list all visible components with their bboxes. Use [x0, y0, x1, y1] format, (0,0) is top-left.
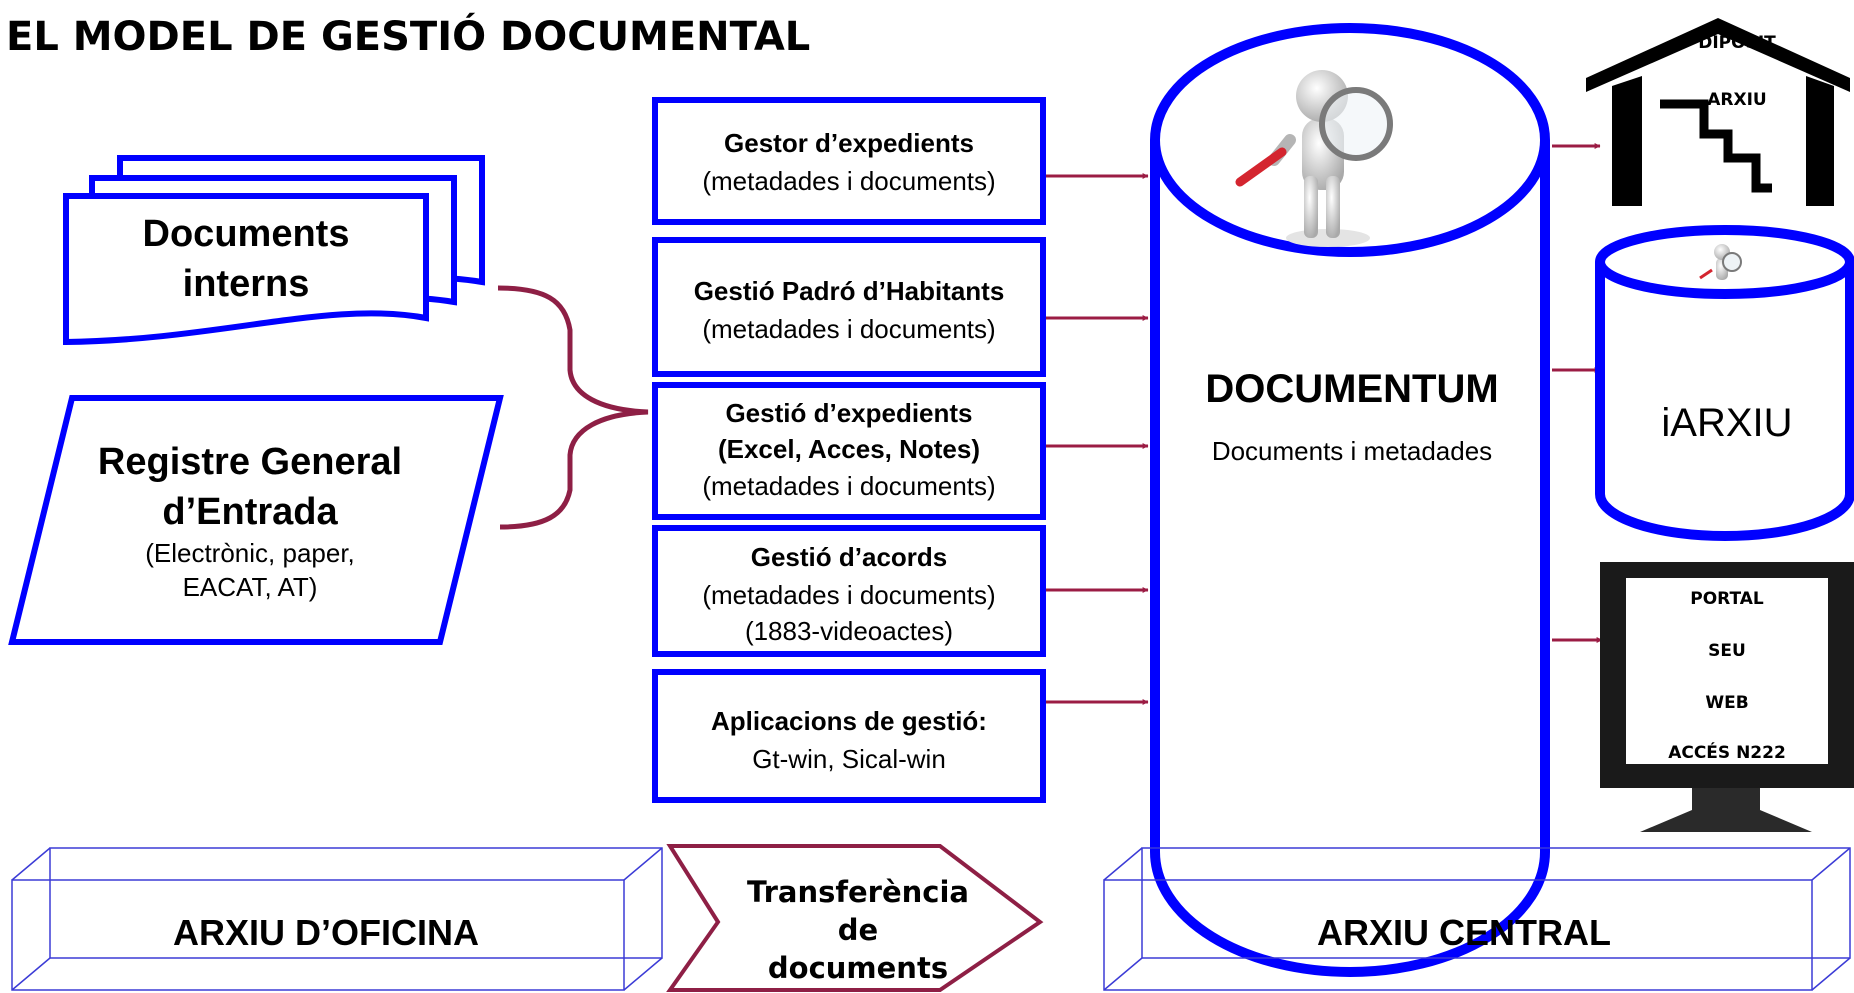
registre-subtitle-line2: EACAT, AT)	[183, 572, 318, 602]
system-box-gestio-expedients	[652, 382, 1046, 520]
system-box-gestor-expedients	[652, 97, 1046, 225]
system-box-padro	[652, 237, 1046, 377]
portal-label-line1: PORTAL	[1690, 589, 1764, 609]
small-magnifier-person-icon	[1699, 244, 1742, 280]
documents-interns-line2: interns	[183, 263, 310, 305]
iarxiu-body	[1595, 262, 1854, 541]
magnifier-person-icon	[1235, 70, 1393, 247]
system-5-line2: Gt-win, Sical-win	[752, 744, 946, 774]
documentum-cylinder	[1150, 23, 1550, 977]
system-5-line1: Aplicacions de gestió:	[711, 706, 987, 736]
registre-subtitle-line1: (Electrònic, paper,	[145, 538, 355, 568]
diposit-label-line1: DIPÒSIT	[1698, 31, 1776, 53]
page-title: EL MODEL DE GESTIÓ DOCUMENTAL	[6, 12, 810, 60]
system-3-line2: (Excel, Acces, Notes)	[718, 434, 980, 464]
portal-label-line2: SEU	[1708, 641, 1746, 661]
system-2-line1: Gestió Padró d’Habitants	[694, 276, 1005, 306]
system-4-line3: (1883-videoactes)	[745, 616, 953, 646]
arxiu-oficina-box	[11, 847, 663, 991]
system-1-line1: Gestor d’expedients	[724, 128, 974, 158]
document-sheet-front	[63, 193, 429, 346]
system-4-line2: (metadades i documents)	[702, 580, 995, 610]
system-2-line2: (metadades i documents)	[702, 314, 995, 344]
portal-monitor-icon	[1600, 562, 1854, 832]
documentum-body	[1150, 140, 1550, 977]
iarxiu-label: iARXIU	[1661, 401, 1792, 445]
diposit-house-icon	[1586, 18, 1850, 206]
diposit-label-line2: ARXIU	[1707, 90, 1766, 110]
arxiu-central-box	[1103, 847, 1851, 991]
transferencia-line1: Transferència	[747, 875, 969, 909]
system-1-line2: (metadades i documents)	[702, 166, 995, 196]
portal-label-line4: ACCÉS N222	[1668, 741, 1786, 763]
documentum-title: DOCUMENTUM	[1205, 367, 1498, 411]
documents-interns-line1: Documents	[143, 213, 350, 255]
system-3-line1: Gestió d’expedients	[725, 398, 972, 428]
portal-label-line3: WEB	[1705, 693, 1748, 713]
documents-interns-stack	[63, 155, 485, 346]
transferencia-line2: de	[838, 913, 878, 947]
arxiu-oficina-label: ARXIU D’OFICINA	[173, 912, 479, 953]
transferencia-chevron	[666, 844, 1044, 992]
documentum-subtitle: Documents i metadades	[1212, 436, 1492, 466]
transferencia-line3: documents	[768, 951, 948, 985]
registre-title-line1: Registre General	[98, 441, 402, 483]
system-3-line3: (metadades i documents)	[702, 471, 995, 501]
system-4-line1: Gestió d’acords	[751, 542, 948, 572]
arxiu-central-label: ARXIU CENTRAL	[1317, 912, 1611, 953]
system-box-acords	[652, 525, 1046, 657]
system-box-aplicacions	[652, 669, 1046, 803]
registre-general-shape	[8, 395, 504, 645]
sources-bracket	[497, 285, 649, 530]
registre-title-line2: d’Entrada	[162, 491, 338, 533]
